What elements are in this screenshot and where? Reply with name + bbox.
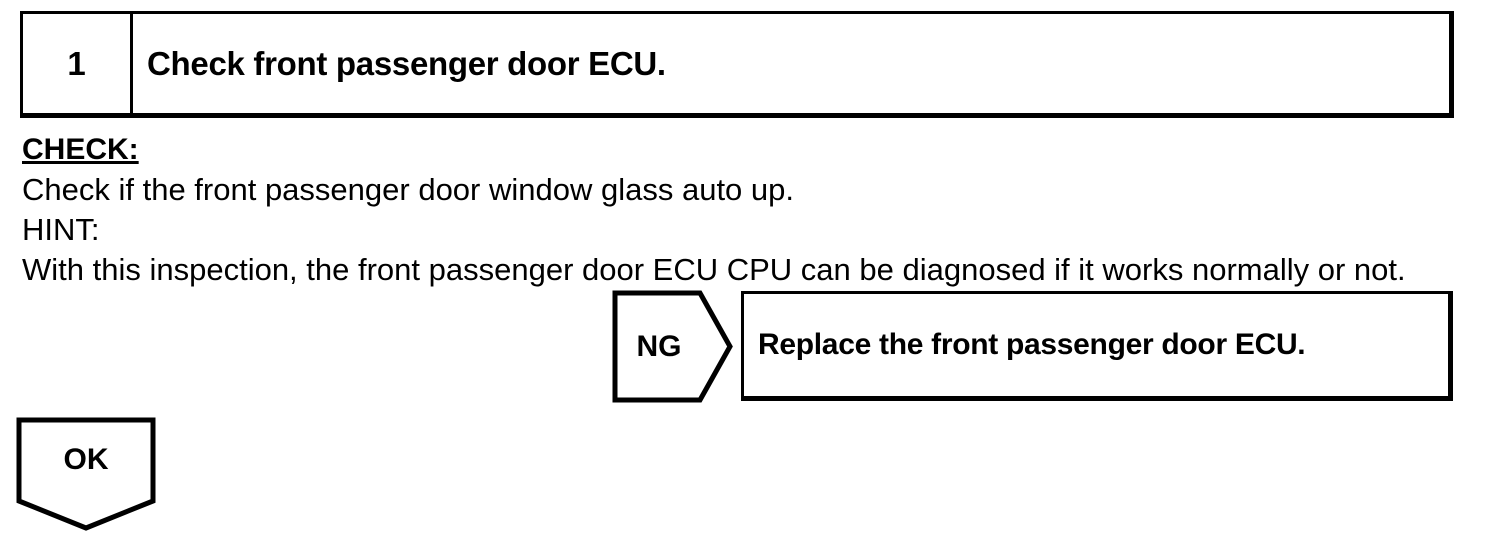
check-heading: CHECK: — [22, 133, 139, 166]
ng-action-text: Replace the front passenger door ECU. — [758, 328, 1306, 361]
ok-label: OK — [63, 443, 109, 476]
check-instruction: Check if the front passenger door window… — [22, 172, 795, 207]
ng-connector-icon — [612, 290, 733, 403]
ng-label: NG — [636, 329, 682, 363]
step-title: Check front passenger door ECU. — [147, 44, 666, 82]
check-block: CHECK: Check if the front passenger door… — [22, 130, 1406, 290]
step-header: 1 Check front passenger door ECU. — [20, 11, 1454, 118]
ng-action-box: Replace the front passenger door ECU. — [741, 291, 1453, 401]
hint-label: HINT: — [22, 212, 100, 247]
step-number: 1 — [23, 14, 133, 113]
hint-text: With this inspection, the front passenge… — [22, 252, 1406, 287]
ok-connector-icon — [16, 417, 156, 531]
